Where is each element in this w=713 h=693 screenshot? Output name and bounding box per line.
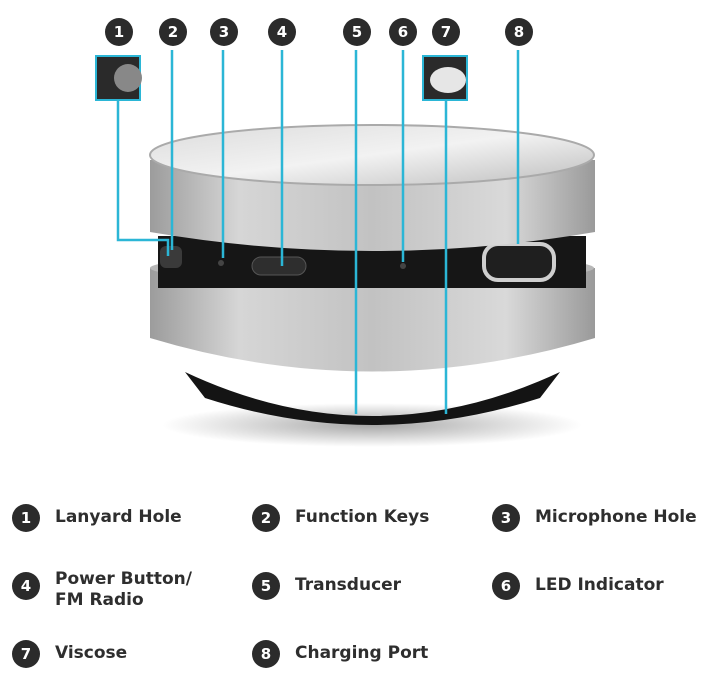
legend-badge: 7 [12,640,40,668]
legend-label: Microphone Hole [535,507,697,527]
callout-badge-2: 2 [159,18,187,46]
callout-badge-4: 4 [268,18,296,46]
legend-badge: 4 [12,572,40,600]
charging-port [482,242,556,282]
legend-item-transducer: 5 Transducer [252,572,475,600]
speaker-base [185,372,560,425]
legend-item-viscose: 7 Viscose [12,640,235,668]
legend-item-led-indicator: 6 LED Indicator [492,572,713,600]
legend-label: Lanyard Hole [55,507,182,527]
legend-badge: 1 [12,504,40,532]
function-keys [160,246,182,268]
power-button [251,256,307,276]
legend-label: Viscose [55,643,128,663]
legend-badge: 5 [252,572,280,600]
legend-badge: 2 [252,504,280,532]
legend-item-function-keys: 2 Function Keys [252,504,475,532]
callout-lines [116,50,520,414]
speaker-top-cap [149,124,595,186]
callout-line-1 [116,100,170,256]
legend-badge: 6 [492,572,520,600]
legend-label: Charging Port [295,643,429,663]
legend-label: Function Keys [295,507,430,527]
floor-shadow [162,403,582,447]
legend-label: Power Button/ FM Radio [55,569,192,610]
callout-badge-7: 7 [432,18,460,46]
legend-item-microphone-hole: 3 Microphone Hole [492,504,713,532]
callout-badge-5: 5 [343,18,371,46]
microphone-hole [218,260,224,266]
speaker-top-band [150,160,595,251]
legend-label: Transducer [295,575,402,595]
legend-item-lanyard-hole: 1 Lanyard Hole [12,504,235,532]
speaker-diagram [95,50,595,447]
legend-label: LED Indicator [535,575,664,595]
callout-badge-6: 6 [389,18,417,46]
speaker-bottom-band [150,268,595,372]
legend-item-power-button: 4 Power Button/ FM Radio [12,566,235,611]
led-indicator [400,263,406,269]
legend-badge: 8 [252,640,280,668]
callout-badge-1: 1 [105,18,133,46]
legend-item-charging-port: 8 Charging Port [252,640,475,668]
callout-badge-3: 3 [210,18,238,46]
callout-badge-8: 8 [505,18,533,46]
legend-badge: 3 [492,504,520,532]
